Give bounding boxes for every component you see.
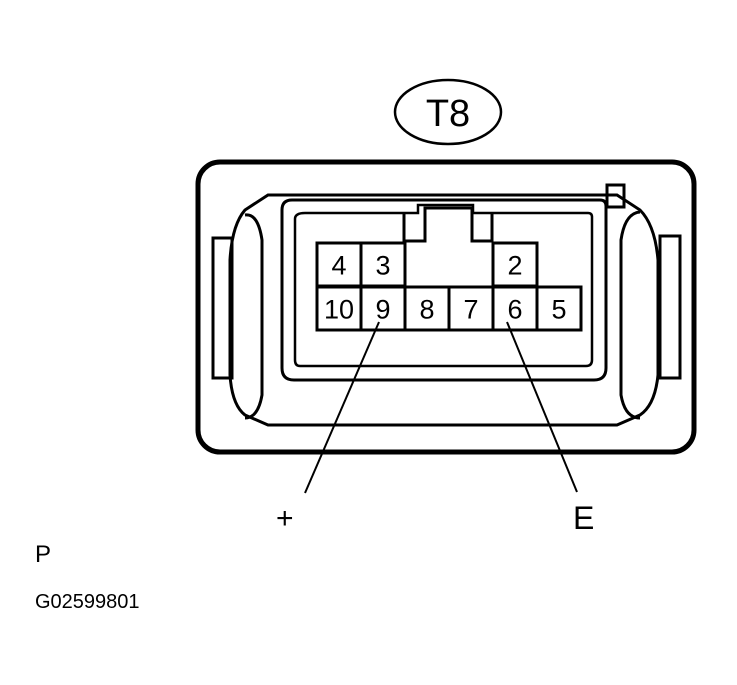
callout-lines: [304, 321, 578, 494]
pin-cavity-5: [535, 285, 583, 332]
keyway-notch: [402, 206, 494, 243]
pin-cavity-9: [359, 285, 407, 332]
ground-terminal-label: E: [573, 500, 595, 536]
top-right-tab: [605, 183, 626, 209]
pin-cavity-3: [359, 241, 407, 288]
view-code: P: [35, 541, 52, 568]
connector-housing-outer: [195, 159, 697, 455]
pin-number-9: 9: [375, 295, 390, 325]
pin-number-10: 10: [324, 295, 354, 325]
connector-id-label: T8: [426, 93, 470, 135]
connector-id-ellipse: [393, 78, 503, 146]
pin-number-7: 7: [463, 295, 478, 325]
callout-line-pin-9: [304, 321, 380, 494]
pin-number-5: 5: [551, 295, 566, 325]
left-lock-lug: [211, 236, 234, 380]
figure-code: G02599801: [35, 591, 140, 613]
connector-face: [280, 198, 608, 382]
pin-number-8: 8: [419, 295, 434, 325]
right-lock-lug: [658, 234, 682, 380]
pin-number-2: 2: [507, 251, 522, 281]
positive-terminal-label: +: [276, 502, 294, 535]
pin-number-3: 3: [375, 251, 390, 281]
pin-number-6: 6: [507, 295, 522, 325]
callout-line-pin-6: [506, 321, 578, 493]
pin-number-4: 4: [331, 251, 346, 281]
